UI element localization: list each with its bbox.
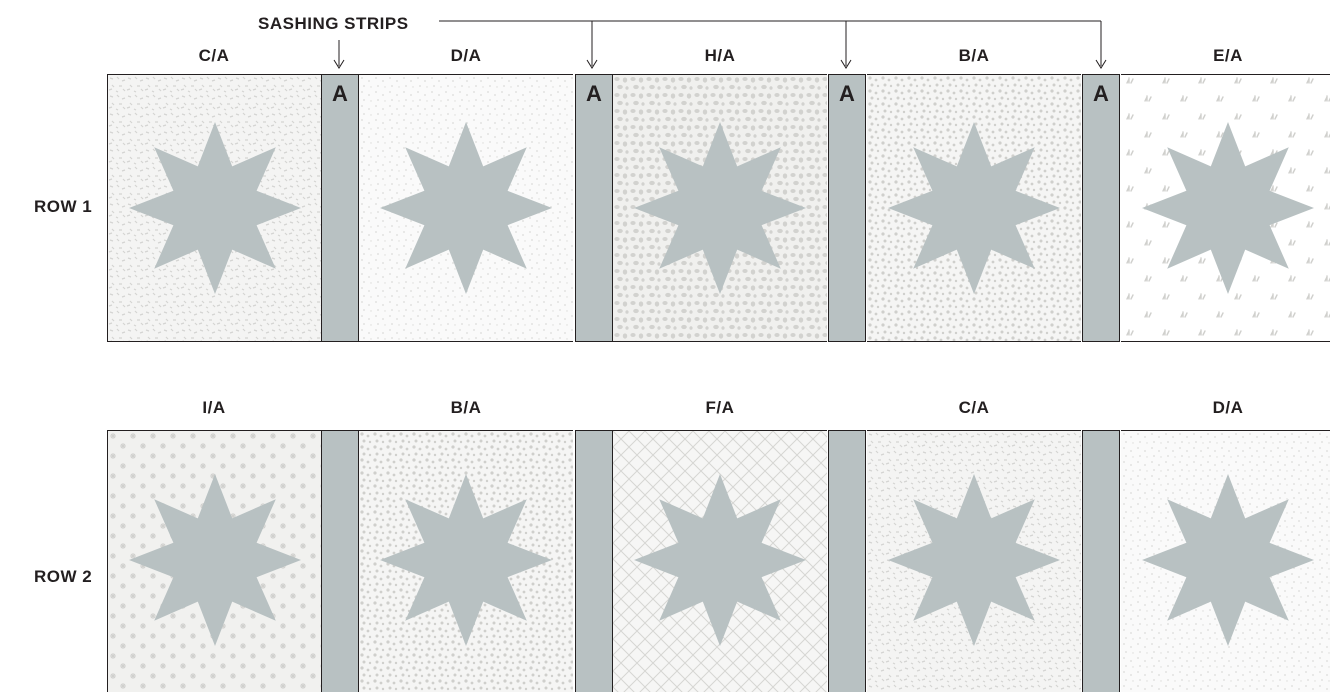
star-block [867, 430, 1081, 692]
sashing-fabric-letter: A [576, 81, 612, 107]
sashing-strip: A [828, 74, 866, 342]
eight-point-star [634, 474, 806, 646]
sashing-strip: A [321, 74, 359, 342]
eight-point-star [1142, 474, 1314, 646]
block-fabric-label: I/A [107, 398, 321, 418]
block-fabric-label: E/A [1121, 46, 1330, 66]
sashing-strip [828, 430, 866, 692]
eight-point-star [129, 474, 301, 646]
sashing-fabric-letter: A [1083, 81, 1119, 107]
block-fabric-label: D/A [1121, 398, 1330, 418]
star-block [1121, 430, 1330, 692]
row-label: ROW 1 [34, 197, 92, 217]
eight-point-star [1142, 122, 1314, 294]
block-fabric-label: F/A [613, 398, 827, 418]
eight-point-star [129, 122, 301, 294]
sashing-callout-lines [0, 0, 1330, 80]
block-fabric-label: D/A [359, 46, 573, 66]
eight-point-star [380, 474, 552, 646]
eight-point-star [380, 122, 552, 294]
sashing-fabric-letter: A [322, 81, 358, 107]
star-block [107, 74, 321, 342]
sashing-strip [321, 430, 359, 692]
block-fabric-label: B/A [867, 46, 1081, 66]
sashing-strip: A [1082, 74, 1120, 342]
block-fabric-label: C/A [867, 398, 1081, 418]
star-block [613, 74, 827, 342]
sashing-strip: A [575, 74, 613, 342]
row-label: ROW 2 [34, 567, 92, 587]
star-block [359, 430, 573, 692]
star-block [1121, 74, 1330, 342]
block-fabric-label: H/A [613, 46, 827, 66]
sashing-fabric-letter: A [829, 81, 865, 107]
star-block [359, 74, 573, 342]
sashing-strip [1082, 430, 1120, 692]
star-block [613, 430, 827, 692]
block-fabric-label: C/A [107, 46, 321, 66]
eight-point-star [888, 474, 1060, 646]
sashing-strip [575, 430, 613, 692]
eight-point-star [888, 122, 1060, 294]
star-block [107, 430, 321, 692]
star-block [867, 74, 1081, 342]
block-fabric-label: B/A [359, 398, 573, 418]
eight-point-star [634, 122, 806, 294]
